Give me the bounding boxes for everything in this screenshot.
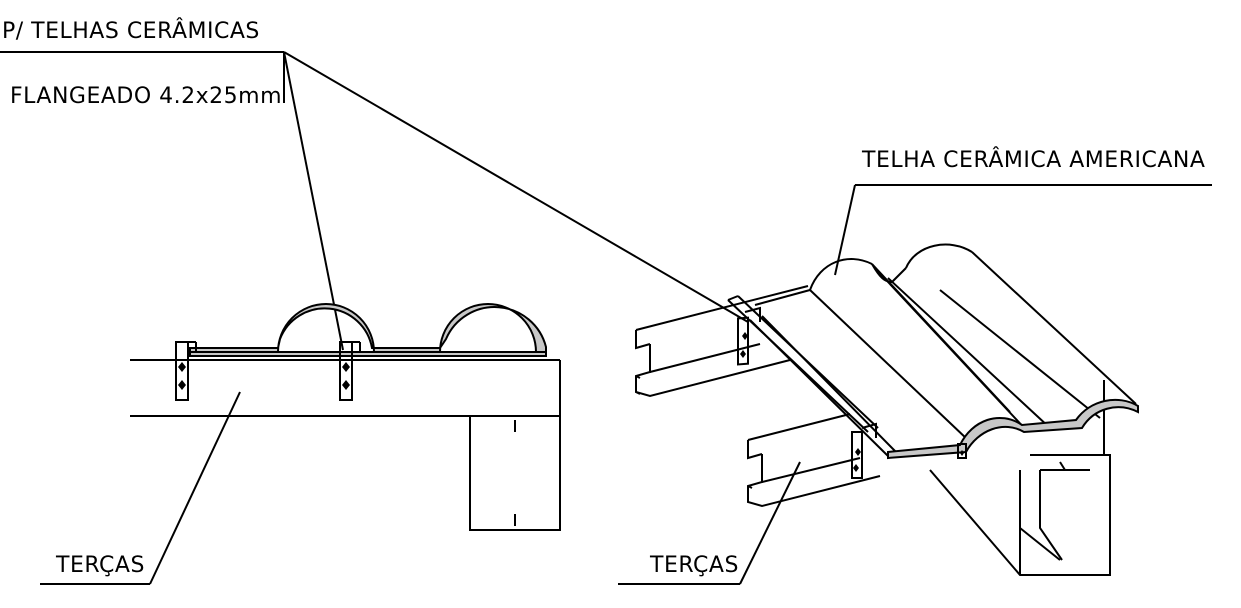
screw-icon — [178, 380, 186, 390]
label-screw: FLANGEADO 4.2x25mm — [10, 84, 282, 109]
box-beam-section — [469, 415, 561, 531]
clip-middle-section — [339, 341, 361, 401]
box-beam-iso — [929, 380, 1111, 576]
label-purlins-left: TERÇAS — [40, 553, 150, 585]
clip-left-section — [175, 341, 197, 401]
clip-tile-iso — [957, 443, 967, 459]
screw-icon — [742, 332, 748, 340]
leader-clip-left — [283, 51, 344, 351]
purlin-back-iso — [635, 285, 809, 398]
screw-icon — [342, 380, 350, 390]
screw-icon — [960, 450, 964, 456]
tile-profile-section — [189, 303, 547, 353]
label-tile-type: TELHA CERÂMICA AMERICANA — [855, 147, 1212, 186]
leader-clip-right — [283, 51, 749, 323]
screw-icon — [178, 362, 186, 372]
leader-purlin-right — [739, 461, 801, 585]
section-view — [130, 303, 561, 531]
tile-profile-lower — [189, 351, 547, 357]
screw-icon — [853, 464, 859, 472]
leader-lines — [149, 51, 856, 585]
screw-icon — [740, 350, 746, 358]
purlins-left-text: TERÇAS — [55, 553, 145, 578]
label-purlins-right: TERÇAS — [618, 553, 740, 585]
tile-sheet-iso — [749, 243, 1139, 460]
leader-purlin-left — [149, 391, 241, 585]
tile-profile-iso — [887, 398, 1139, 460]
screw-icon — [855, 448, 861, 456]
clip-title-text: P/ TELHAS CERÂMICAS — [2, 18, 260, 44]
clip-front-iso — [851, 422, 877, 479]
label-clip-title: P/ TELHAS CERÂMICAS — [0, 18, 284, 53]
screw-text: FLANGEADO 4.2x25mm — [10, 84, 282, 109]
screw-icon — [342, 362, 350, 372]
tile-type-text: TELHA CERÂMICA AMERICANA — [861, 147, 1205, 173]
clip-back-iso — [737, 306, 761, 366]
clip-rail-iso — [727, 295, 879, 433]
isometric-view — [635, 243, 1139, 576]
purlin-front-iso — [747, 413, 881, 508]
purlins-right-text: TERÇAS — [649, 553, 739, 578]
